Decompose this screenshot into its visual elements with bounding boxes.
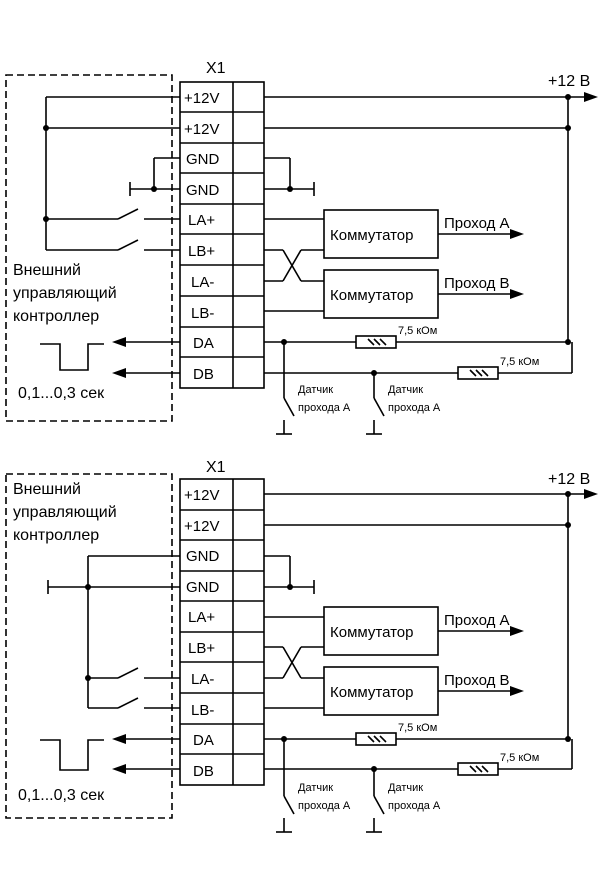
sensor-label-2b: прохода А	[388, 800, 441, 812]
pulse-symbol	[40, 739, 104, 771]
sensor-label-2b: прохода А	[388, 402, 441, 414]
switch-label-a: Коммутатор	[330, 624, 413, 641]
switch-box-b	[323, 666, 439, 716]
sensor-label-2a: Датчик	[388, 384, 423, 396]
sensor-label-1a: Датчик	[298, 384, 333, 396]
pin-label: DB	[193, 366, 214, 383]
resistor-label-1: 7,5 кОм	[398, 325, 437, 337]
resistor-label-1: 7,5 кОм	[398, 722, 437, 734]
controller-label-line3: контроллер	[13, 308, 99, 325]
pin-label: +12V	[184, 90, 219, 107]
output-label-a: Проход А	[444, 215, 510, 232]
switch-box-a	[323, 209, 439, 259]
diagram-1: Внешний управляющий контроллер 0,1...0,3…	[5, 60, 598, 435]
sensor-label-1b: прохода А	[298, 800, 351, 812]
pulse-label: 0,1...0,3 сек	[18, 787, 105, 804]
switch-label-b: Коммутатор	[330, 684, 413, 701]
switch-label-a: Коммутатор	[330, 227, 413, 244]
pin-label: LB-	[191, 305, 214, 322]
pin-label: +12V	[184, 518, 219, 535]
sensor-label-1a: Датчик	[298, 782, 333, 794]
pin-label: LA-	[191, 274, 214, 291]
controller-label-line3: контроллер	[13, 527, 99, 544]
diagram-2: Внешний управляющий контроллер 0,1...0,3…	[5, 459, 598, 833]
controller-box	[5, 74, 173, 422]
resistor-label-2: 7,5 кОм	[500, 752, 539, 764]
terminal-block	[179, 81, 265, 389]
pin-label: LA-	[191, 671, 214, 688]
sensor-label-2a: Датчик	[388, 782, 423, 794]
output-label-b: Проход В	[444, 672, 510, 689]
pin-label: GND	[186, 579, 220, 596]
pin-label: LB+	[188, 243, 215, 260]
controller-label-line1: Внешний	[13, 481, 81, 498]
pin-label: DB	[193, 763, 214, 780]
pin-label: LB+	[188, 640, 215, 657]
output-label-a: Проход А	[444, 612, 510, 629]
pin-label: DA	[193, 335, 214, 352]
pin-label: LA+	[188, 609, 215, 626]
pin-label: +12V	[184, 121, 219, 138]
switch-box-b	[323, 269, 439, 319]
terminal-block-label: X1	[206, 459, 226, 476]
controller-box	[5, 473, 173, 819]
pin-label: LA+	[188, 212, 215, 229]
sensor-label-1b: прохода А	[298, 402, 351, 414]
pin-label: LB-	[191, 702, 214, 719]
switch-label-b: Коммутатор	[330, 287, 413, 304]
controller-label-line2: управляющий	[13, 285, 117, 302]
output-label-b: Проход В	[444, 275, 510, 292]
terminal-block-label: X1	[206, 60, 226, 77]
pulse-label: 0,1...0,3 сек	[18, 385, 105, 402]
resistor-label-2: 7,5 кОм	[500, 356, 539, 368]
pin-label: DA	[193, 732, 214, 749]
pin-label: GND	[186, 182, 220, 199]
pulse-symbol	[40, 343, 104, 371]
pin-label: GND	[186, 548, 220, 565]
supply-label: +12 В	[548, 73, 590, 90]
pin-label: +12V	[184, 487, 219, 504]
controller-label-line1: Внешний	[13, 262, 81, 279]
pin-label: GND	[186, 151, 220, 168]
supply-label: +12 В	[548, 471, 590, 488]
controller-label-line2: управляющий	[13, 504, 117, 521]
switch-box-a	[323, 606, 439, 656]
